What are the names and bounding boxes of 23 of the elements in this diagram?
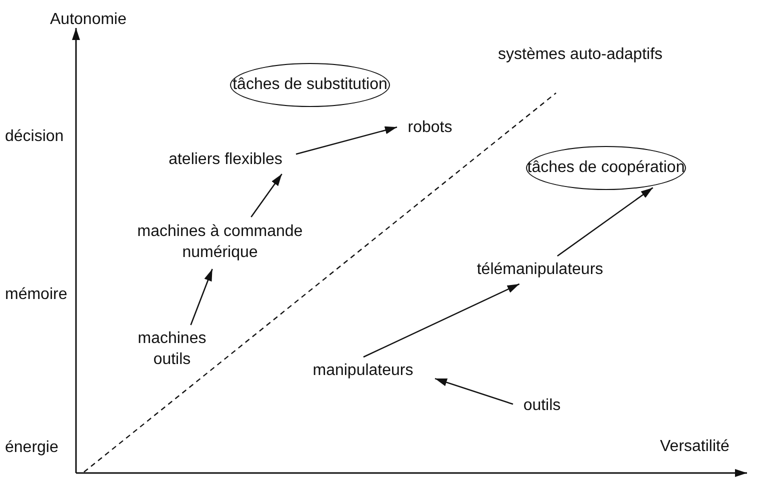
arrow [250, 174, 282, 218]
axis-level-label: décision [5, 127, 64, 147]
ellipse-node [526, 146, 686, 190]
ellipse-node [230, 63, 390, 107]
arrow [296, 126, 398, 155]
axis-level-label: énergie [5, 438, 58, 458]
node-label: machines à commande numérique [136, 222, 304, 263]
ellipse-label: tâches de coopération [527, 158, 685, 178]
node-label: ateliers flexibles [168, 150, 282, 170]
axis-title: Versatilité [660, 437, 730, 457]
arrow [557, 187, 654, 257]
arrow [190, 268, 213, 326]
diagonal-label: systèmes auto-adaptifs [498, 45, 663, 65]
node-label: robots [408, 118, 452, 138]
node-label: outils [523, 396, 561, 416]
node-label: manipulateurs [312, 360, 414, 381]
node-label: télémanipulateurs [476, 260, 604, 280]
node-label: machines outils [136, 329, 208, 370]
axis-title: Autonomie [50, 10, 126, 30]
arrow [434, 378, 514, 405]
axis-level-label: mémoire [5, 285, 68, 305]
ellipse-label: tâches de substitution [232, 74, 388, 95]
arrow [363, 283, 520, 358]
